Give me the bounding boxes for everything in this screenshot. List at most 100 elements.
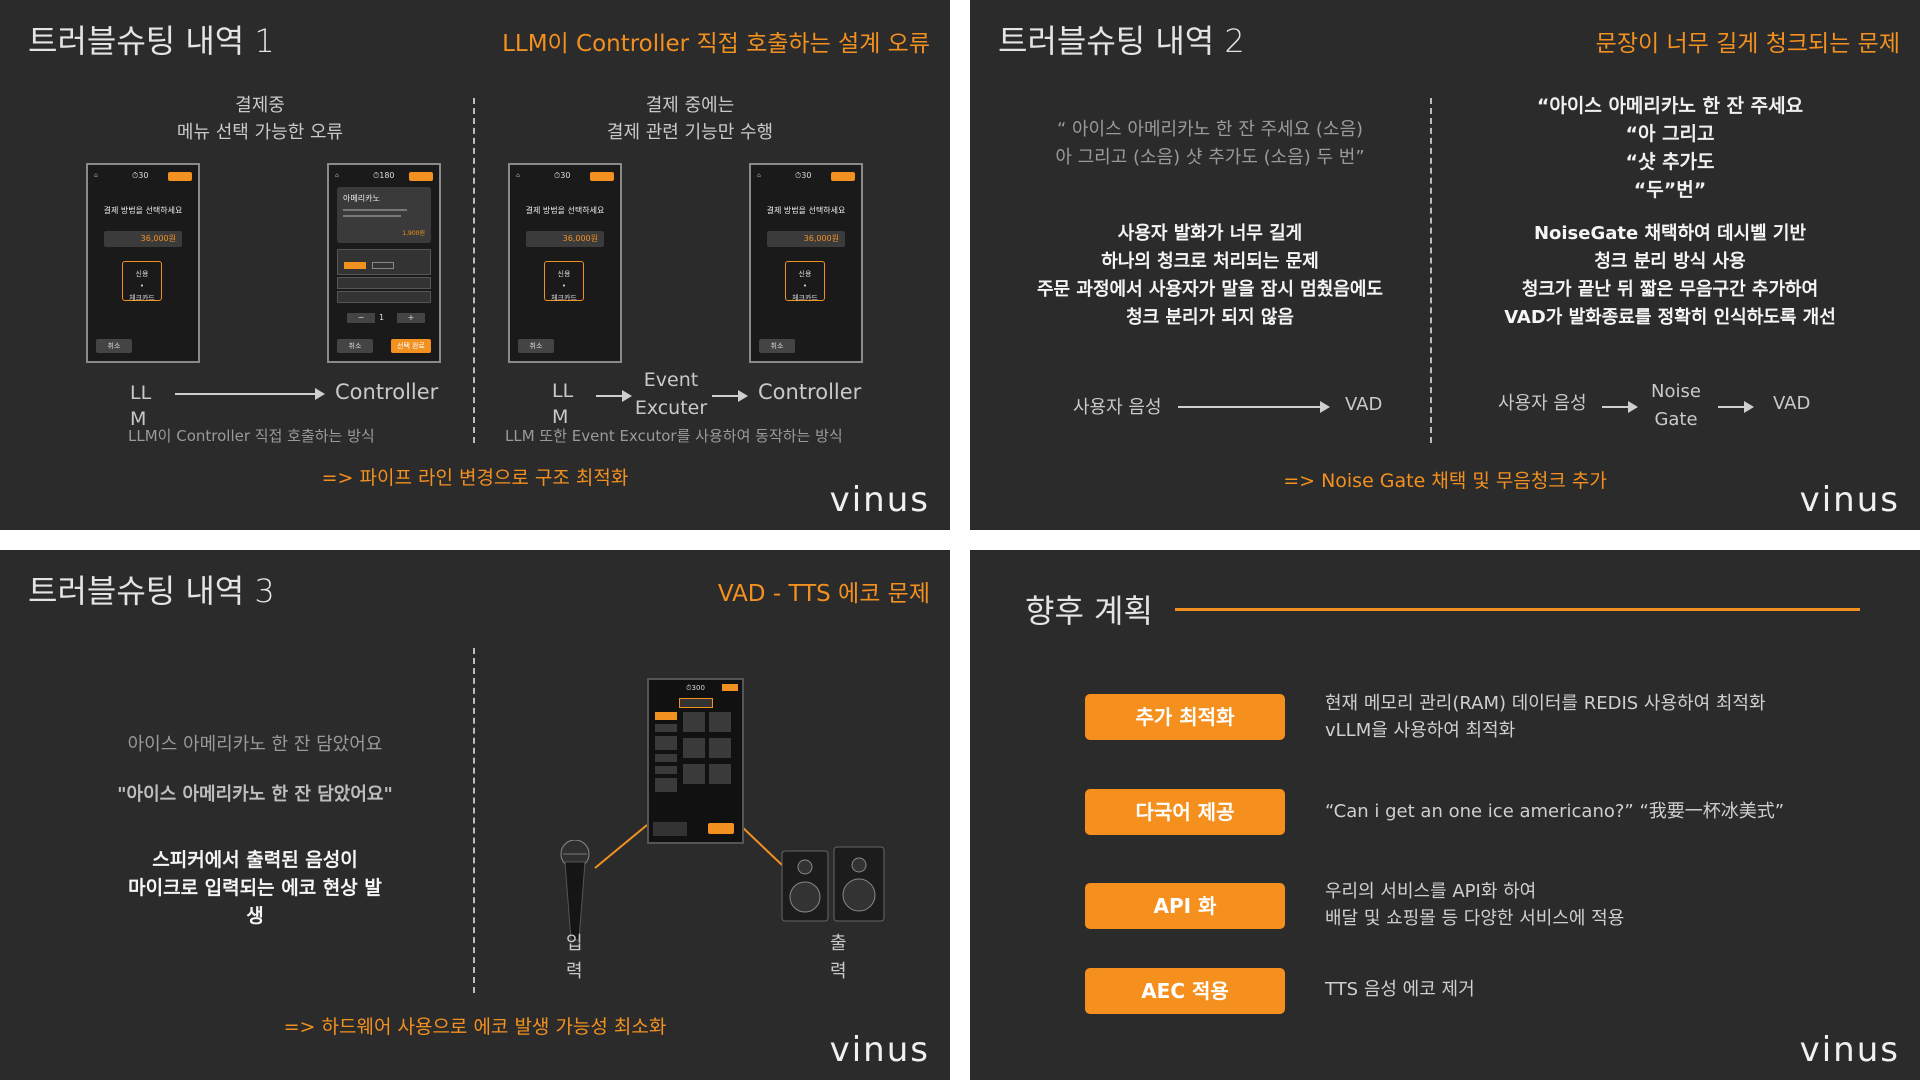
flow-node-controller: Controller — [758, 380, 862, 404]
plan-desc-optimization: 현재 메모리 관리(RAM) 데이터를 REDIS 사용하여 최적화 vLLM을… — [1325, 693, 1766, 741]
card-option[interactable]: 신용•체크카드 — [544, 261, 584, 302]
card-option[interactable]: 신용•체크카드 — [785, 261, 825, 302]
right-caption: 결제 중에는 결제 관련 기능만 수행 — [520, 92, 860, 146]
slide-subtitle: VAD - TTS 에코 문제 — [717, 581, 930, 607]
timer: ⏱30 — [554, 171, 571, 180]
status-pill — [831, 172, 855, 181]
card-option[interactable]: 신용•체크카드 — [122, 261, 162, 302]
slide-subtitle: LLM이 Controller 직접 호출하는 설계 오류 — [502, 31, 930, 57]
timer: ⏱30 — [132, 171, 149, 180]
microphone-icon — [560, 840, 590, 941]
plan-desc-api: 우리의 서비스를 API화 하여 배달 및 쇼핑몰 등 다양한 서비스에 적용 — [1325, 881, 1625, 929]
right-quote: “아이스 아메리카노 한 잔 주세요 “아 그리고 “샷 추가도 “두”번” — [1536, 95, 1804, 201]
confirm-button[interactable]: 선택 완료 — [391, 339, 431, 353]
home-icon: ⌂ — [335, 172, 339, 179]
cancel-button[interactable]: 취소 — [759, 339, 795, 353]
flow-arrow — [1178, 401, 1330, 413]
payment-message: 결제 방법을 선택하세요 — [103, 206, 183, 215]
option-row[interactable] — [337, 291, 431, 303]
vinus-logo: vinus — [1799, 1030, 1900, 1070]
cancel-button[interactable]: 취소 — [518, 339, 554, 353]
flow-node-noise-gate: Noise Gate — [1651, 381, 1701, 430]
home-icon: ⌂ — [94, 172, 98, 179]
plan-badge-multilingual: 다국어 제공 — [1085, 789, 1285, 835]
flow-arrow — [596, 390, 632, 402]
flow-node-user-voice: 사용자 음성 — [1073, 397, 1162, 418]
flow-arrow — [1718, 401, 1754, 413]
vinus-logo: vinus — [1799, 480, 1900, 520]
conclusion: => 파이프 라인 변경으로 구조 최적화 — [321, 467, 629, 489]
kiosk-screen-menu-option: ⌂ ⏱180 아메리카노 1,900원 − 1 + 취소 선택 완료 — [327, 163, 441, 363]
echoed-sentence: "아이스 아메리카노 한 잔 담았어요" — [117, 784, 393, 805]
left-caption: 결제중 메뉴 선택 가능한 오류 — [90, 92, 430, 146]
kiosk-screen-payment: ⌂ ⏱30 결제 방법을 선택하세요 36,000원 신용•체크카드 취소 — [86, 163, 200, 363]
right-solution: NoiseGate 채택하여 데시벨 기반 청크 분리 방식 사용 청크가 끝난… — [1504, 223, 1836, 328]
menu-grid — [653, 712, 738, 808]
plan-badge-api: API 화 — [1085, 883, 1285, 929]
right-caption-line-2: 결제 관련 기능만 수행 — [606, 122, 774, 143]
left-problem: 사용자 발화가 너무 길게 하나의 청크로 처리되는 문제 주문 과정에서 사용… — [1037, 223, 1383, 328]
echo-explanation: 스피커에서 출력된 음성이 마이크로 입력되는 에코 현상 발 생 — [128, 849, 382, 927]
plan-desc-aec: TTS 음성 에코 제거 — [1325, 979, 1475, 1000]
note-right: LLM 또한 Event Excutor를 사용하여 동작하는 방식 — [505, 427, 843, 445]
kiosk-screen-payment: ⌂ ⏱30 결제 방법을 선택하세요 36,000원 신용•체크카드 취소 — [749, 163, 863, 363]
flow-arrow — [175, 388, 325, 400]
status-pill — [168, 172, 192, 181]
plan-badge-optimization: 추가 최적화 — [1085, 694, 1285, 740]
cancel-button[interactable]: 취소 — [337, 339, 373, 353]
kiosk-screen-payment: ⌂⏱30 결제 방법을 선택하세요 36,000원 신용•체크카드 취소 — [508, 163, 622, 363]
title-underline — [1175, 608, 1860, 611]
timer: ⏱180 — [373, 171, 395, 180]
flow-node-llm: LLM — [552, 380, 574, 428]
slide-subtitle: 문장이 너무 길게 청크되는 문제 — [1595, 31, 1900, 57]
flow-node-user-voice: 사용자 음성 — [1498, 393, 1587, 414]
connection-lines — [594, 824, 783, 869]
left-caption-line-2: 메뉴 선택 가능한 오류 — [176, 122, 344, 143]
left-caption-line-1: 결제중 — [235, 95, 285, 116]
slide-troubleshooting-2: 트러블슈팅 내역 2 문장이 너무 길게 청크되는 문제 “ 아이스 아메리카노… — [970, 0, 1920, 530]
timer: ⏱300 — [686, 684, 705, 692]
slide-troubleshooting-3: 트러블슈팅 내역 3 VAD - TTS 에코 문제 아이스 아메리카노 한 잔… — [0, 550, 950, 1080]
slide-title: 트러블슈팅 내역 2 — [998, 22, 1245, 60]
timer: ⏱30 — [795, 171, 812, 180]
conclusion: => 하드웨어 사용으로 에코 발생 가능성 최소화 — [283, 1016, 667, 1038]
flow-node-llm: LLM — [130, 382, 152, 430]
slide-future-plan: 향후 계획 추가 최적화 현재 메모리 관리(RAM) 데이터를 REDIS 사… — [970, 550, 1920, 1080]
section-divider — [1430, 98, 1432, 443]
vinus-logo: vinus — [829, 480, 930, 520]
label-output: 출력 — [830, 933, 847, 982]
payment-amount: 36,000원 — [104, 231, 182, 247]
cancel-button[interactable]: 취소 — [96, 339, 132, 353]
right-caption-line-1: 결제 중에는 — [645, 95, 735, 116]
slide-troubleshooting-1: 트러블슈팅 내역 1 LLM이 Controller 직접 호출하는 설계 오류… — [0, 0, 950, 530]
home-icon: ⌂ — [757, 172, 761, 179]
conclusion: => Noise Gate 채택 및 무음청크 추가 — [1283, 470, 1607, 492]
vinus-logo: vinus — [829, 1030, 930, 1070]
section-divider — [473, 648, 475, 993]
slide-title: 트러블슈팅 내역 1 — [28, 22, 275, 60]
quantity-stepper[interactable]: − 1 + — [337, 313, 431, 325]
plan-badge-aec: AEC 적용 — [1085, 968, 1285, 1014]
payment-amount: 36,000원 — [526, 231, 604, 247]
menu-item-card: 아메리카노 1,900원 — [337, 187, 431, 243]
option-group-1 — [337, 249, 431, 275]
flow-arrow — [1602, 401, 1638, 413]
kiosk-device: ⏱300 — [647, 678, 744, 844]
flow-node-controller: Controller — [335, 380, 439, 404]
slide-title: 트러블슈팅 내역 3 — [28, 572, 275, 610]
speaker-icon — [781, 846, 885, 922]
plan-desc-multilingual: “Can i get an one ice americano?” “我要一杯冰… — [1325, 801, 1785, 822]
status-pill — [409, 172, 433, 181]
payment-message: 결제 방법을 선택하세요 — [766, 206, 846, 215]
menu-item-price: 1,900원 — [402, 230, 425, 237]
flow-node-vad: VAD — [1773, 393, 1811, 414]
option-row[interactable] — [337, 277, 431, 289]
flow-node-vad: VAD — [1345, 394, 1383, 415]
label-input: 입력 — [566, 933, 583, 982]
slide-title: 향후 계획 — [1025, 592, 1153, 630]
tts-sentence: 아이스 아메리카노 한 잔 담았어요 — [127, 734, 383, 755]
payment-amount: 36,000원 — [767, 231, 845, 247]
left-quote: “ 아이스 아메리카노 한 잔 주세요 (소음) 아 그리고 (소음) 샷 추가… — [1055, 119, 1365, 168]
payment-message: 결제 방법을 선택하세요 — [525, 206, 605, 215]
section-divider — [473, 98, 475, 443]
